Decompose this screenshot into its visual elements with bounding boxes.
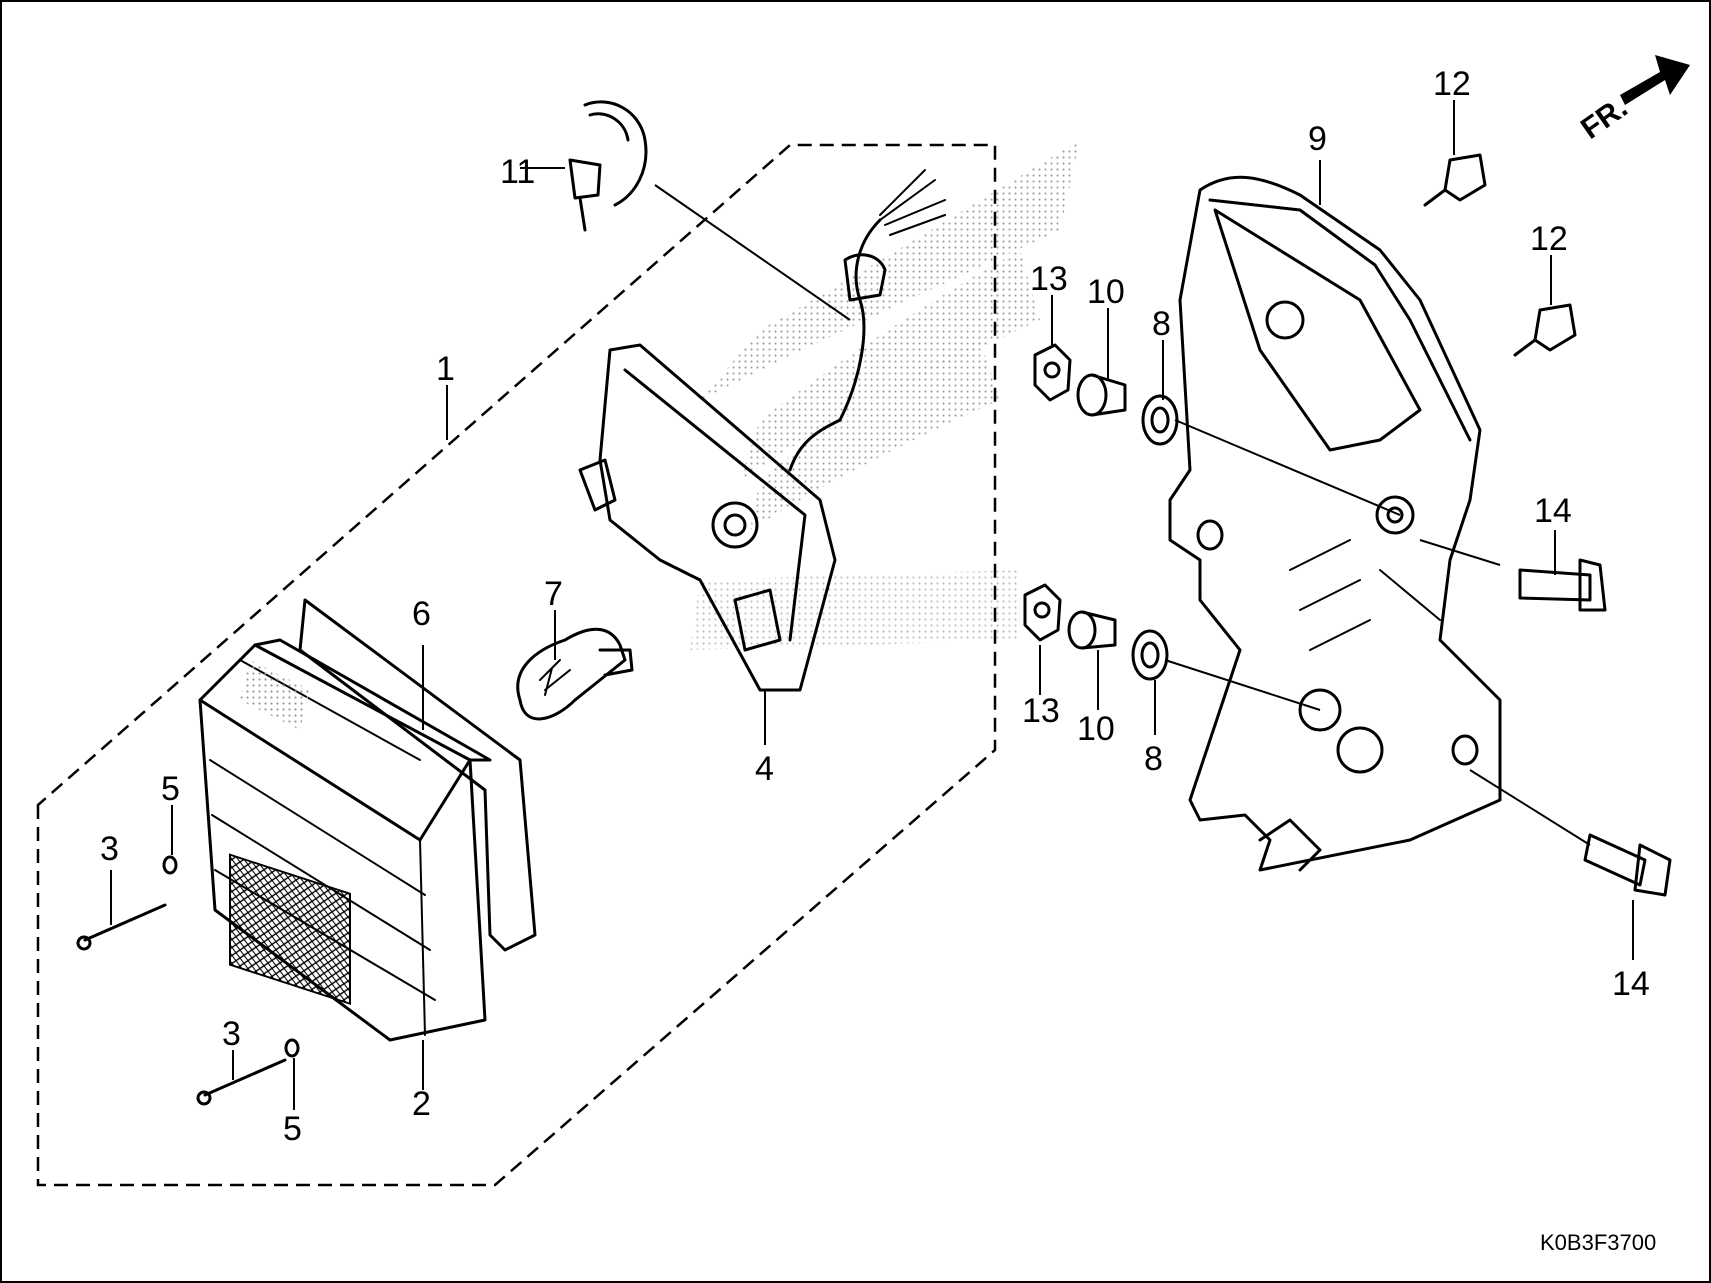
lamp-housing	[578, 169, 946, 692]
label-7: 7	[544, 575, 563, 613]
screw-lower	[196, 1058, 287, 1106]
label-13-lower: 13	[1022, 692, 1060, 730]
harness-clip	[568, 100, 648, 232]
label-10-upper: 10	[1087, 273, 1125, 311]
diagram-code: K0B3F3700	[1540, 1230, 1656, 1255]
grommet-8-upper	[1141, 394, 1179, 446]
label-3-upper: 3	[100, 830, 119, 868]
screw-upper	[76, 903, 167, 951]
bolt-14-upper	[1518, 558, 1607, 612]
label-14-lower: 14	[1612, 965, 1650, 1003]
label-10-lower: 10	[1077, 710, 1115, 748]
washer-lower	[284, 1038, 300, 1058]
part-labels: 1 2 3 3 4 5 5 6 7 8 8 9 10 10 11 12 12 1…	[100, 65, 1650, 1148]
label-8-lower: 8	[1144, 740, 1163, 778]
collar-10-lower	[1067, 610, 1117, 650]
label-8-upper: 8	[1152, 305, 1171, 343]
label-14-upper: 14	[1534, 492, 1572, 530]
label-9: 9	[1308, 120, 1327, 158]
label-2: 2	[412, 1085, 431, 1123]
watermark-wing-logo	[690, 140, 1080, 650]
label-6: 6	[412, 595, 431, 633]
bolt-14-lower	[1583, 833, 1672, 897]
collar-10-upper	[1076, 373, 1127, 417]
bolt-12-lower	[1513, 303, 1577, 357]
nut-13-lower	[1023, 583, 1062, 642]
label-5-lower: 5	[283, 1110, 302, 1148]
front-direction-arrow	[1620, 55, 1690, 105]
label-12-upper: 12	[1433, 65, 1471, 103]
washer-upper	[162, 855, 178, 875]
nut-13-upper	[1033, 343, 1072, 402]
bolt-12-upper	[1423, 153, 1487, 207]
label-4: 4	[755, 750, 774, 788]
assembly-boundary	[36, 143, 997, 1187]
tail-lens	[198, 638, 492, 1042]
leader-lines	[110, 100, 1634, 1110]
gasket	[298, 598, 537, 952]
label-12-lower: 12	[1530, 220, 1568, 258]
bulb	[516, 627, 634, 721]
label-1: 1	[436, 350, 455, 388]
grommet-8-lower	[1131, 629, 1169, 681]
label-5-upper: 5	[161, 770, 180, 808]
label-11: 11	[500, 153, 535, 191]
label-3-lower: 3	[222, 1015, 241, 1053]
mounting-bracket	[1168, 175, 1502, 872]
label-13-upper: 13	[1030, 260, 1068, 298]
